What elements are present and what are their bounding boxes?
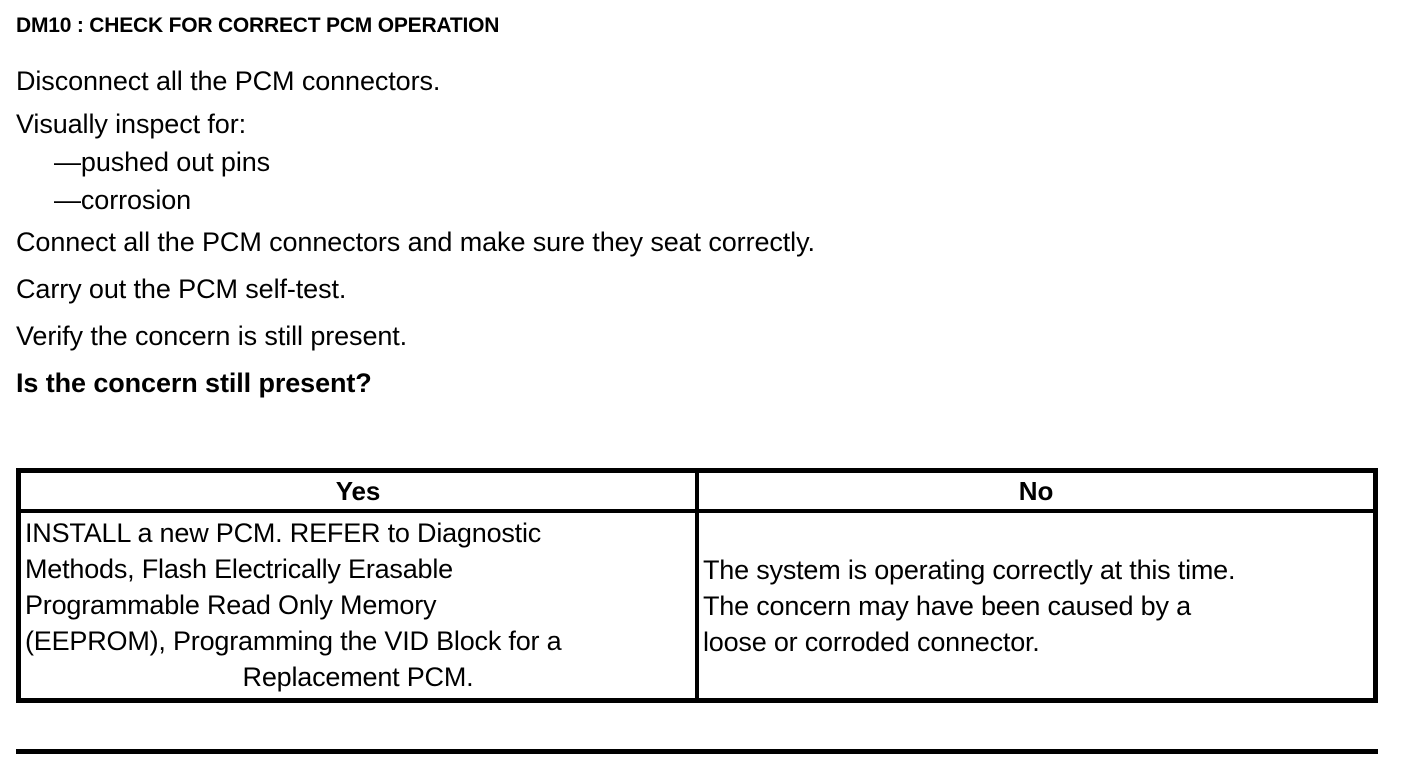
column-header-yes: Yes <box>21 473 699 509</box>
step-line: Carry out the PCM self-test. <box>16 274 347 304</box>
cell-text-line: INSTALL a new PCM. REFER to Diagnostic <box>25 518 542 548</box>
decision-table: Yes No INSTALL a new PCM. REFER to Diagn… <box>16 468 1378 703</box>
step-line: Disconnect all the PCM connectors. <box>16 66 441 96</box>
decision-table-header-row: Yes No <box>21 473 1373 513</box>
cell-text-line: loose or corroded connector. <box>703 626 1040 657</box>
cell-text-line: Programmable Read Only Memory <box>25 590 437 620</box>
cell-text-line: The system is operating correctly at thi… <box>703 554 1236 585</box>
procedure-steps: Disconnect all the PCM connectors. Visual… <box>16 58 1396 407</box>
step-line: Is the concern still present? <box>16 368 372 398</box>
cell-text-line: Methods, Flash Electrically Erasable <box>25 554 453 584</box>
cell-no-action: The system is operating correctly at thi… <box>699 513 1373 698</box>
step-line: Verify the concern is still present. <box>16 321 408 351</box>
step-line: Visually inspect for: <box>16 109 247 139</box>
cell-text-line: The concern may have been caused by a <box>703 590 1191 621</box>
cell-text-line: (EEPROM), Programming the VID Block for … <box>25 626 562 656</box>
page-title: DM10 : CHECK FOR CORRECT PCM OPERATION <box>16 14 500 37</box>
step-line: Connect all the PCM connectors and make … <box>16 227 815 257</box>
cell-no-lines: The system is operating correctly at thi… <box>703 552 1373 660</box>
step-bullet: —corrosion <box>54 185 192 215</box>
cell-text-line: Replacement PCM. <box>242 662 474 692</box>
step-bullet: —pushed out pins <box>54 147 271 177</box>
column-header-no: No <box>1018 475 1054 506</box>
footer-rule <box>16 749 1378 754</box>
